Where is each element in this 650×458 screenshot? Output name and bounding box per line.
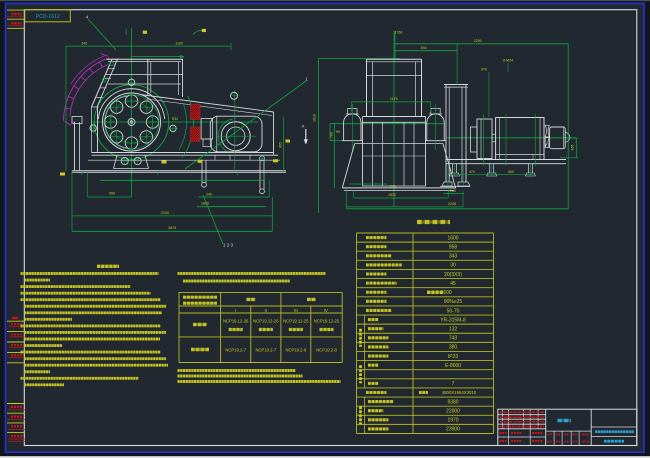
svg-text:4800X1964X3010: 4800X1964X3010 [442,390,477,395]
svg-text:NCP19.2-7: NCP19.2-7 [255,347,276,352]
svg-text:958: 958 [449,244,458,250]
svg-text:III: III [294,308,298,313]
svg-text:8-M24: 8-M24 [503,59,513,63]
svg-text:540: 540 [421,46,427,50]
svg-text:1970: 1970 [447,418,458,424]
svg-text:2250: 2250 [474,39,482,43]
svg-text:343: 343 [449,254,458,260]
svg-text:600: 600 [443,290,452,296]
svg-text:IP23: IP23 [448,354,459,360]
svg-text:1820: 1820 [388,193,396,197]
svg-text:1176: 1176 [390,97,398,101]
svg-text:950: 950 [109,192,115,196]
svg-text:1: 1 [305,77,308,82]
svg-text:4: 4 [86,15,89,20]
svg-text:1600: 1600 [447,235,458,241]
svg-text:NCP19.12-26: NCP19.12-26 [253,319,279,324]
svg-text:760: 760 [330,132,334,138]
svg-text:R32: R32 [172,117,178,121]
svg-text:1860: 1860 [201,202,209,206]
svg-text:NCP19.2-7: NCP19.2-7 [225,347,246,352]
svg-text:22000: 22000 [446,409,460,415]
svg-text:1760: 1760 [395,31,403,35]
svg-text:240: 240 [206,192,212,196]
svg-text:NCP19.2-8: NCP19.2-8 [316,347,337,352]
svg-text:20(3X3): 20(3X3) [444,272,462,278]
svg-text:1100: 1100 [175,42,183,46]
svg-text:30: 30 [450,263,456,269]
svg-text:1 2 3: 1 2 3 [223,243,234,248]
svg-text:380: 380 [449,345,458,351]
svg-text:I: I [235,308,236,313]
svg-text:2874: 2874 [168,226,176,230]
svg-text:NCP19.12-25: NCP19.12-25 [314,319,340,324]
svg-text:E-8000: E-8000 [445,363,461,369]
svg-text:7: 7 [452,381,455,387]
svg-text:2248: 2248 [448,202,456,206]
svg-text:9380: 9380 [447,399,458,405]
svg-text:90%≤25: 90%≤25 [444,299,463,305]
svg-text:279: 279 [390,185,396,189]
svg-text:132: 132 [449,326,458,332]
svg-text:NCP19.12-26: NCP19.12-26 [223,319,249,324]
svg-text:970: 970 [481,68,487,72]
svg-text:NCP19.12-25: NCP19.12-25 [283,319,309,324]
svg-text:340: 340 [81,42,87,46]
svg-text:90: 90 [336,130,340,134]
svg-text:465: 465 [571,145,575,151]
svg-text:855: 855 [279,142,283,148]
svg-text:23900: 23900 [446,427,460,433]
svg-text:45: 45 [450,281,456,287]
svg-text:470: 470 [469,170,475,174]
svg-text:PCD-1612: PCD-1612 [36,14,60,20]
svg-text:1610: 1610 [313,114,317,122]
svg-text:II: II [265,308,268,313]
svg-text:NCP19.2-8: NCP19.2-8 [285,347,306,352]
svg-text:240: 240 [450,189,456,193]
svg-text:YR-315M-8: YR-315M-8 [440,317,466,323]
svg-text:743: 743 [449,336,458,342]
svg-text:50-70: 50-70 [447,308,460,314]
svg-text:A: A [302,124,305,129]
svg-text:560: 560 [508,170,514,174]
svg-text:IV: IV [324,308,328,313]
svg-text:2100: 2100 [161,211,169,215]
